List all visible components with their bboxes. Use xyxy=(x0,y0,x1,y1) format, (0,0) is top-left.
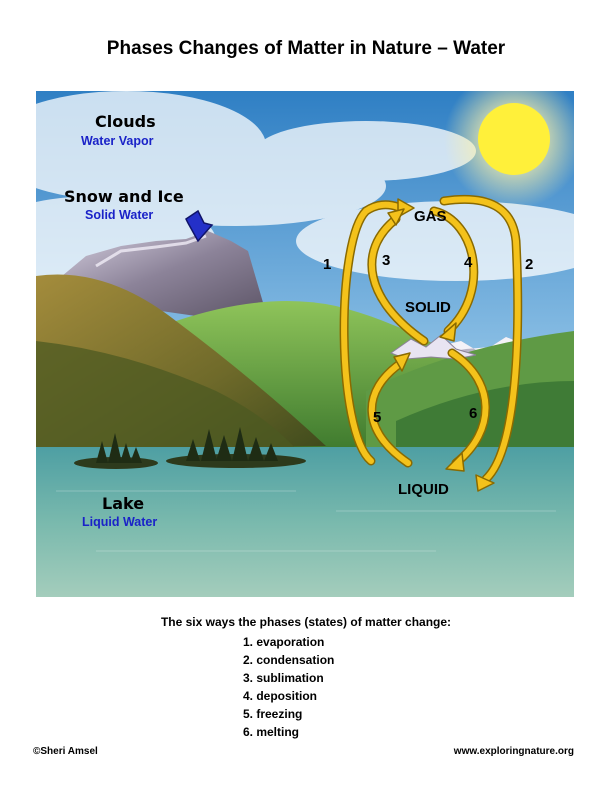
phase-change-list: 1. evaporation 2. condensation 3. sublim… xyxy=(243,633,334,741)
list-item: 5. freezing xyxy=(243,707,303,721)
changes-caption: The six ways the phases (states) of matt… xyxy=(160,615,452,629)
landscape-illustration xyxy=(36,91,574,597)
website-text: www.exploringnature.org xyxy=(453,746,574,757)
liquid-label: LIQUID xyxy=(398,481,449,498)
arrow-number-6: 6 xyxy=(469,405,478,422)
water-vapor-label: Water Vapor xyxy=(81,134,154,148)
gas-label: GAS xyxy=(414,208,447,225)
liquid-water-label: Liquid Water xyxy=(82,515,158,529)
arrow-number-3: 3 xyxy=(382,252,391,269)
arrow-number-4: 4 xyxy=(464,254,473,271)
list-item: 3. sublimation xyxy=(243,671,324,685)
lake-label: Lake xyxy=(102,494,145,513)
list-item: 6. melting xyxy=(243,725,300,739)
list-item: 1. evaporation xyxy=(243,635,325,649)
arrow-number-1: 1 xyxy=(323,256,332,273)
list-item: 2. condensation xyxy=(243,653,335,667)
copyright-text: ©Sheri Amsel xyxy=(33,746,98,757)
list-item: 4. deposition xyxy=(243,689,318,703)
solid-water-label: Solid Water xyxy=(85,208,154,222)
clouds-label: Clouds xyxy=(95,112,156,131)
landscape-scene: Clouds Water Vapor Snow and Ice Solid Wa… xyxy=(36,91,574,597)
solid-label: SOLID xyxy=(405,299,451,316)
snow-and-ice-label: Snow and Ice xyxy=(64,187,184,206)
page-title: Phases Changes of Matter in Nature – Wat… xyxy=(106,38,506,59)
arrow-number-2: 2 xyxy=(525,256,534,273)
arrow-number-5: 5 xyxy=(373,409,382,426)
